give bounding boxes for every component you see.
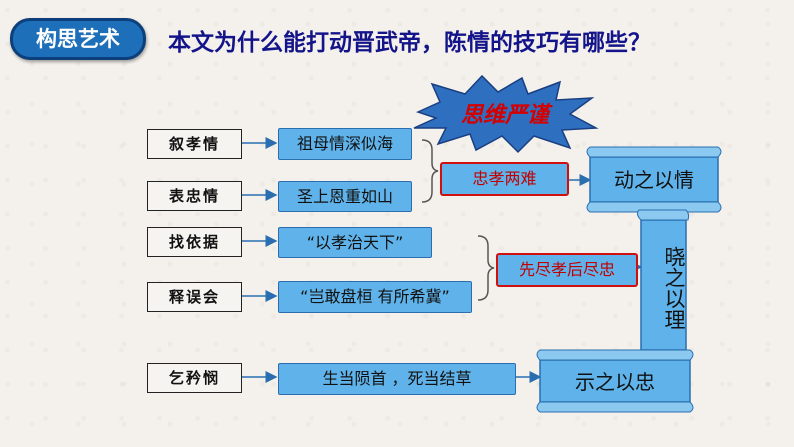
slide-question: 本文为什么能打动晋武帝，陈情的技巧有哪些？	[168, 30, 651, 56]
scroll-text-reason: 晓之以理	[662, 246, 686, 330]
box-filial-rule: “以孝治天下”	[278, 227, 432, 258]
scroll-text-loyalty: 示之以忠	[575, 370, 655, 394]
explosion-shape: 思维严谨	[413, 74, 599, 154]
section-badge: 构思艺术	[10, 18, 146, 60]
label-zhao-yi-ju: 找依据	[147, 227, 242, 257]
label-biao-zhong-qing: 表忠情	[147, 181, 242, 211]
box-filial-first: 先尽孝后尽忠	[496, 253, 638, 287]
brace-2	[477, 235, 495, 301]
burst-text: 思维严谨	[461, 102, 553, 128]
scroll-text-emotion: 动之以情	[614, 168, 694, 192]
label-qi-jin-min: 乞矜悯	[147, 363, 242, 393]
label-xu-xiao-qing: 叙孝情	[147, 129, 242, 159]
box-emperor-grace: 圣上恩重如山	[278, 181, 412, 212]
scroll-1	[586, 146, 722, 213]
box-grandmother: 祖母情深似海	[278, 128, 412, 160]
scroll-3	[536, 349, 694, 413]
box-dilemma: 忠孝两难	[440, 162, 569, 196]
label-shi-wu-hui: 释误会	[147, 282, 242, 312]
box-loyalty-vow: 生当陨首 ，死当结草	[278, 363, 516, 395]
box-no-hesitation: “岂敢盘桓 有所希冀”	[278, 281, 472, 313]
brace-1	[421, 139, 439, 203]
